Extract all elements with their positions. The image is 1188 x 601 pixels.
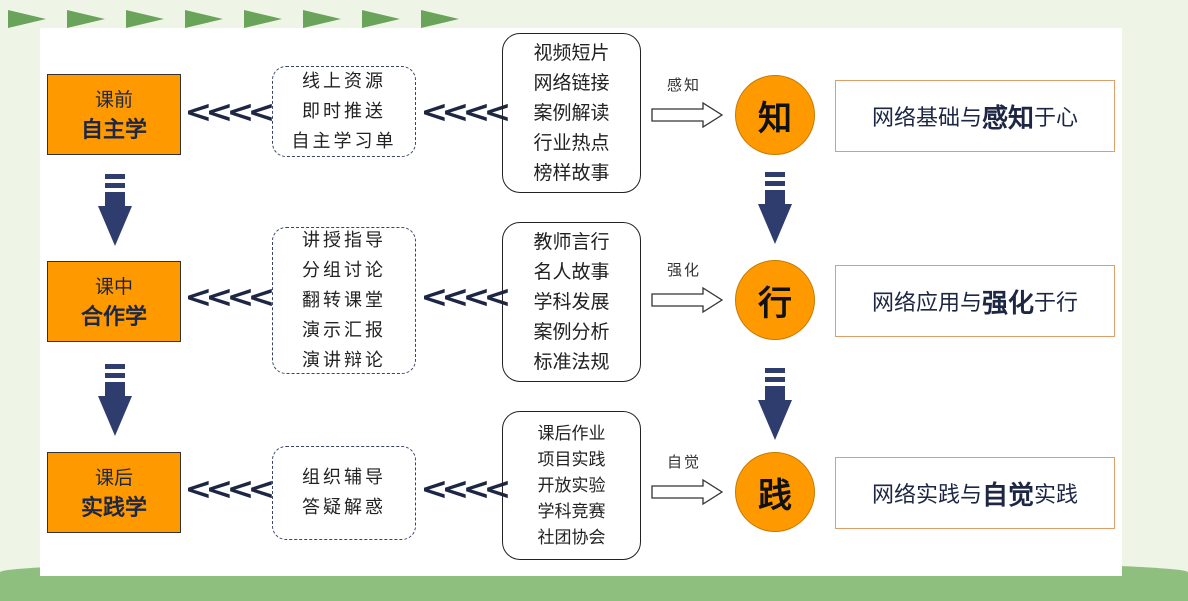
goal-box: 网络基础与感知于心 [835,80,1115,152]
stage-sub: 课中 [94,276,133,298]
resource-item: 课后作业 [537,423,606,444]
goal-prefix: 网络实践与 [871,483,982,508]
method-item: 演讲辩论 [302,349,386,371]
chevron-decoration-icon [126,10,164,28]
chevron-decoration-icon [8,10,46,28]
resource-box: 教师言行名人故事学科发展案例分析标准法规 [502,222,641,382]
chevron-decoration-icon [244,10,282,28]
method-item: 答疑解惑 [302,497,386,518]
resource-item: 案例解读 [533,102,610,124]
chevron-decoration-icon [362,10,400,28]
resource-item: 学科发展 [533,291,610,313]
goal-prefix: 网络基础与 [871,106,982,131]
resource-item: 标准法规 [533,351,610,373]
resource-item: 学科竞赛 [537,501,606,522]
goal-prefix: 网络应用与 [871,291,982,316]
chevron-left-icon: <<<< [420,472,512,507]
arrow-label: 自觉 [667,453,702,471]
content-panel [40,28,1122,576]
stage-sub: 课后 [94,467,133,489]
chevron-decoration-icon [421,10,459,28]
goal-box: 网络应用与强化于行 [835,265,1115,337]
arrow-label: 感知 [667,76,702,94]
down-arrow-icon [98,364,132,436]
right-arrow-icon [651,102,723,128]
stage-main: 合作学 [80,305,147,330]
resource-item: 榜样故事 [533,162,610,184]
goal-keyword: 强化 [981,288,1034,319]
chevron-decoration-icon [67,10,105,28]
down-arrow-icon [758,172,792,244]
method-box: 线上资源即时推送自主学习单 [272,66,416,157]
right-arrow-icon [651,287,723,313]
goal-suffix: 实践 [1034,483,1079,508]
resource-item: 名人故事 [533,261,610,283]
chevron-left-icon: <<<< [184,280,276,315]
down-arrow-icon [98,174,132,246]
method-box: 讲授指导分组讨论翻转课堂演示汇报演讲辩论 [272,227,416,374]
method-item: 组织辅导 [302,467,386,488]
stage-sub: 课前 [94,89,133,111]
resource-item: 教师言行 [533,231,610,253]
method-item: 分组讨论 [302,259,386,281]
goal-suffix: 于心 [1034,106,1079,131]
chevron-left-icon: <<<< [184,95,276,130]
resource-box: 视频短片网络链接案例解读行业热点榜样故事 [502,33,641,193]
chevron-left-icon: <<<< [420,280,512,315]
method-item: 演示汇报 [302,319,386,341]
right-arrow-icon [651,479,723,505]
method-item: 线上资源 [302,70,386,92]
goal-box: 网络实践与自觉实践 [835,457,1115,529]
stage-main: 实践学 [80,496,147,521]
method-box: 组织辅导答疑解惑 [272,446,416,540]
chevron-left-icon: <<<< [184,472,276,507]
goal-keyword: 自觉 [981,480,1034,511]
method-item: 讲授指导 [302,229,386,251]
stage-box: 课后实践学 [47,452,181,533]
resource-item: 行业热点 [533,132,610,154]
level-circle: 践 [735,452,815,532]
resource-box: 课后作业项目实践开放实验学科竞赛社团协会 [502,411,641,560]
stage-box: 课前自主学 [47,74,181,155]
goal-keyword: 感知 [981,103,1034,134]
chevron-left-icon: <<<< [420,95,512,130]
stage-main: 自主学 [80,118,147,143]
method-item: 翻转课堂 [302,289,386,311]
goal-suffix: 于行 [1034,291,1079,316]
resource-item: 开放实验 [537,475,606,496]
level-circle: 行 [735,260,815,340]
resource-item: 网络链接 [533,72,610,94]
chevron-decoration-icon [303,10,341,28]
stage-box: 课中合作学 [47,261,181,342]
method-item: 即时推送 [302,100,386,122]
resource-item: 社团协会 [537,527,606,548]
chevron-decoration-icon [185,10,223,28]
level-circle: 知 [735,75,815,155]
resource-item: 视频短片 [533,42,610,64]
resource-item: 案例分析 [533,321,610,343]
resource-item: 项目实践 [537,449,606,470]
arrow-label: 强化 [667,261,702,279]
method-item: 自主学习单 [291,130,397,152]
down-arrow-icon [758,368,792,440]
